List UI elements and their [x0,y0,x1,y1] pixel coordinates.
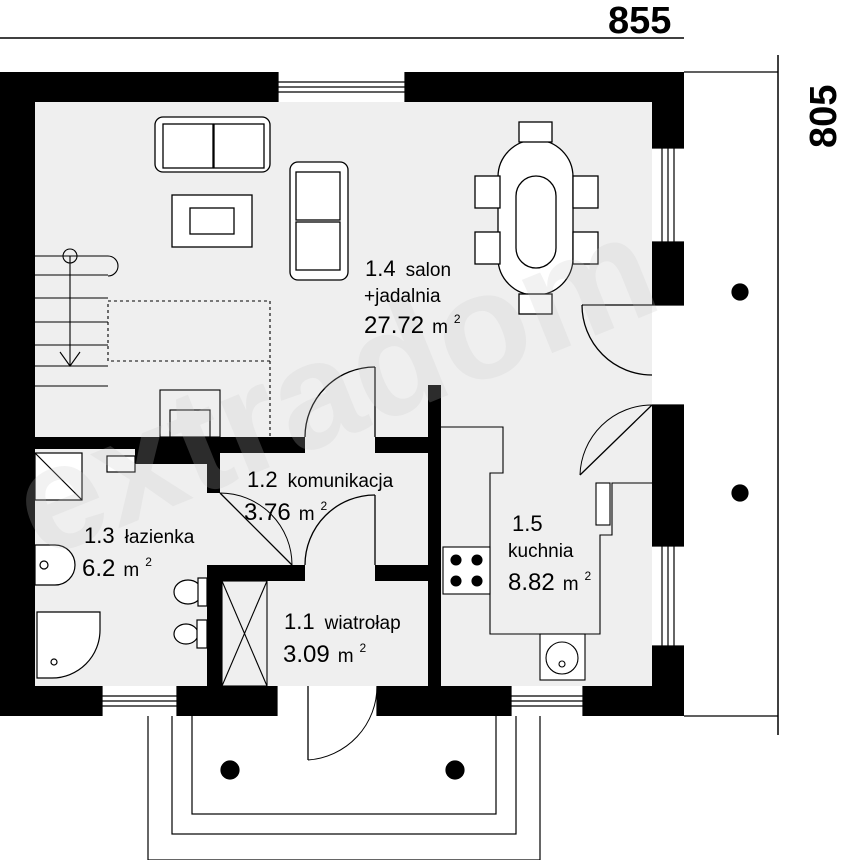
room-area-unit: m [299,504,315,525]
room-area: 3.09 [283,641,330,668]
svg-text:8.82 m 2: 8.82 m 2 [508,569,592,596]
svg-text:1.2 komunikacja: 1.2 komunikacja [247,467,394,492]
room-name: wiatrołap [324,613,401,634]
room-name: łazienka [125,527,195,548]
room-id: 1.5 [512,511,543,536]
dimension-width: 855 [0,0,684,42]
room-label-kuchnia: 1.5 kuchnia 8.82 m 2 [508,511,592,596]
room-area: 6.2 [82,555,115,582]
dining-table [474,121,599,315]
room-area: 3.76 [244,499,291,526]
svg-text:3.09 m 2: 3.09 m 2 [283,641,367,668]
svg-text:1.3 łazienka: 1.3 łazienka [84,523,195,548]
room-label-salon: 1.4 salon +jadalnia 27.72 m 2 [364,256,461,339]
room-area-exp: 2 [585,569,592,583]
room-id: 1.2 [247,467,278,492]
svg-text:3.76 m 2: 3.76 m 2 [244,499,328,526]
room-area-unit: m [432,317,448,338]
svg-text:6.2 m 2: 6.2 m 2 [82,555,152,582]
bathroom-fixtures [34,452,208,679]
room-name: kuchnia [508,541,574,562]
kitchen-fixtures [441,426,652,681]
svg-text:27.72 m 2: 27.72 m 2 [364,312,461,339]
room-name: komunikacja [288,471,394,492]
room-id: 1.4 [365,256,396,281]
room-name-2: +jadalnia [364,286,441,307]
doors [219,304,653,761]
side-terrace [684,71,778,717]
front-porch [147,713,541,860]
room-id: 1.3 [84,523,115,548]
room-area-exp: 2 [360,641,367,655]
room-label-komunikacja: 1.2 komunikacja 3.76 m 2 [244,467,394,526]
interior-walls [35,385,441,686]
dimension-depth-label: 805 [803,85,843,148]
dimension-width-label: 855 [608,0,671,42]
svg-text:1.1 wiatrołap: 1.1 wiatrołap [284,609,401,634]
room-area-unit: m [123,560,139,581]
room-label-lazienka: 1.3 łazienka 6.2 m 2 [82,523,195,582]
room-area-exp: 2 [454,312,461,326]
room-area-unit: m [563,574,579,595]
wardrobe [221,580,268,687]
sofa-side [289,161,349,281]
sofa-top [154,116,271,173]
room-name: salon [406,260,451,281]
dimension-depth: 805 [777,55,843,735]
room-area-exp: 2 [321,499,328,513]
room-area: 27.72 [364,312,424,339]
svg-text:1.4 salon: 1.4 salon [365,256,451,281]
room-area: 8.82 [508,569,555,596]
room-id: 1.1 [284,609,315,634]
room-area-unit: m [338,646,354,667]
staircase [35,248,271,437]
coffee-table [171,194,253,248]
room-label-wiatrolap: 1.1 wiatrołap 3.09 m 2 [283,609,401,668]
windows [101,72,684,716]
room-area-exp: 2 [145,555,152,569]
fireplace [159,389,221,438]
